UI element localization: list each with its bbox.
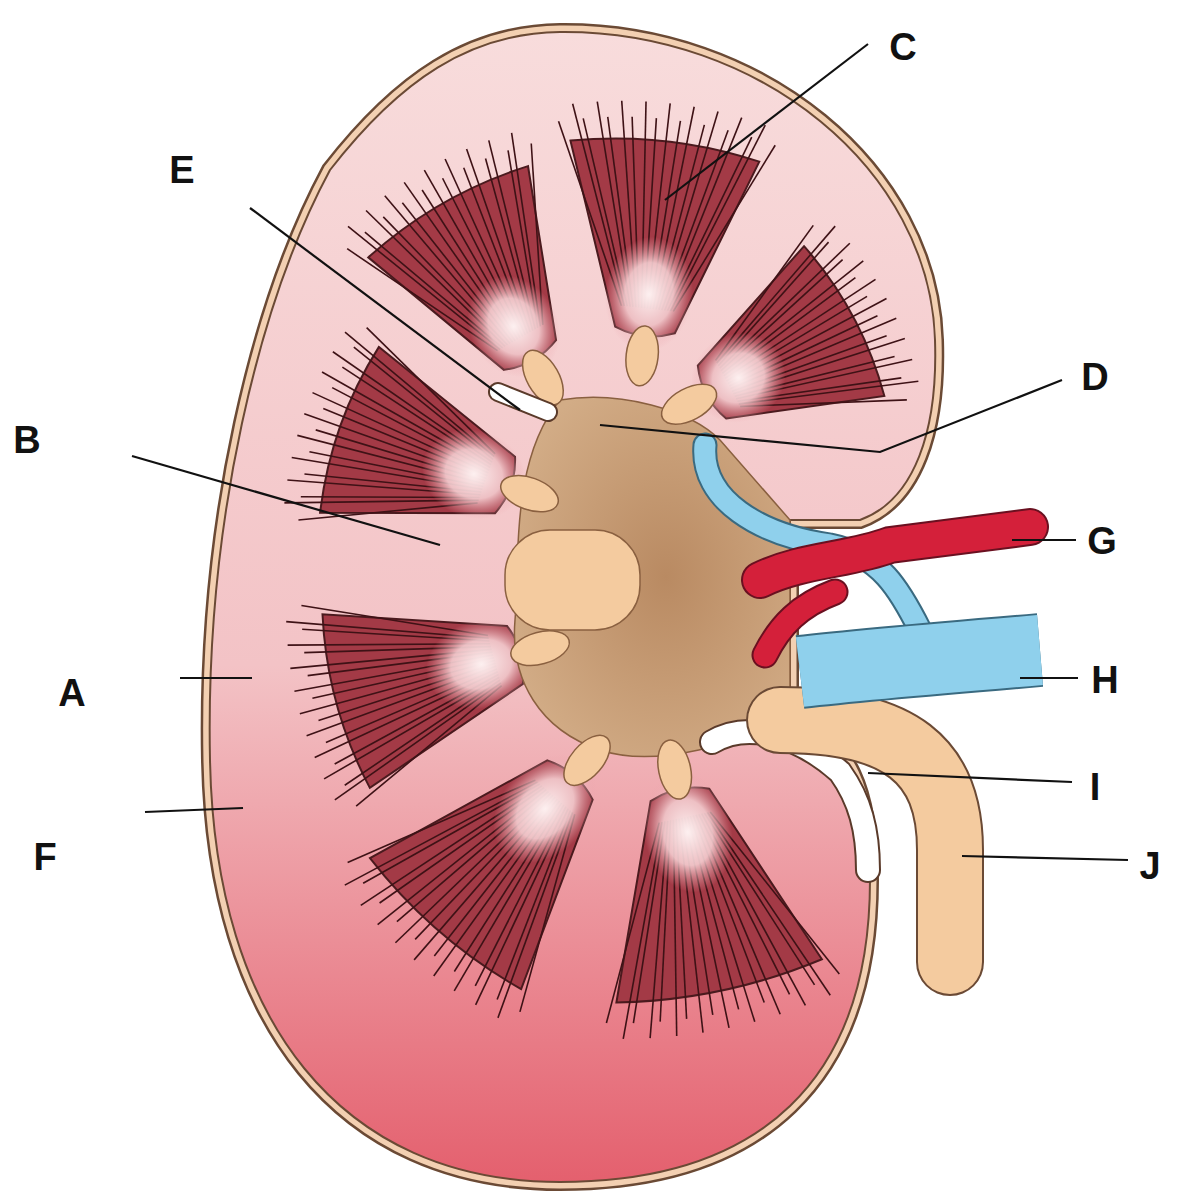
minor-calyx xyxy=(496,469,563,519)
part-letter: F xyxy=(33,838,56,876)
leader-line xyxy=(962,856,1128,860)
kidney-outline xyxy=(210,32,936,1182)
leader-line xyxy=(180,677,252,679)
renal-pyramid xyxy=(286,605,547,806)
minor-calyx xyxy=(507,625,573,672)
part-letter: B xyxy=(13,421,40,459)
capsule-outer xyxy=(210,32,936,1182)
renal-artery xyxy=(760,527,1030,580)
leader-line xyxy=(1012,539,1076,541)
column-vessel xyxy=(498,392,548,412)
part-letter: I xyxy=(1090,768,1101,806)
major-calyx xyxy=(505,530,640,630)
renal-pyramid xyxy=(606,764,839,1039)
part-letter: H xyxy=(1091,661,1118,699)
minor-calyx xyxy=(555,727,618,793)
artery-outline xyxy=(760,527,1030,580)
part-letter: G xyxy=(1087,522,1117,560)
minor-calyces xyxy=(496,324,723,802)
vessels xyxy=(498,392,1040,962)
leader-line xyxy=(145,808,243,812)
leader-line xyxy=(600,380,1062,452)
capsule xyxy=(210,32,936,1182)
renal-pyramid xyxy=(284,328,538,533)
minor-calyx xyxy=(655,376,723,433)
vein-outline xyxy=(800,650,1040,672)
part-letter: C xyxy=(889,28,916,66)
ureter xyxy=(780,720,950,962)
minor-calyx xyxy=(653,737,697,802)
leader-line xyxy=(665,44,868,200)
renal-papilla xyxy=(409,415,538,533)
part-letter: J xyxy=(1139,847,1160,885)
ureter-outline xyxy=(780,720,950,962)
column-vessel-outline xyxy=(498,392,548,412)
part-letter: A xyxy=(58,674,85,712)
leader-line xyxy=(868,773,1072,782)
leader-line xyxy=(132,456,440,545)
cortex xyxy=(210,32,936,1182)
leader-line xyxy=(1020,677,1078,679)
renal-vein xyxy=(800,650,1040,672)
leader-lines xyxy=(132,44,1128,860)
part-letter: D xyxy=(1081,358,1108,396)
leader-line xyxy=(250,208,520,410)
part-letter: E xyxy=(169,151,194,189)
minor-calyx xyxy=(623,324,661,387)
